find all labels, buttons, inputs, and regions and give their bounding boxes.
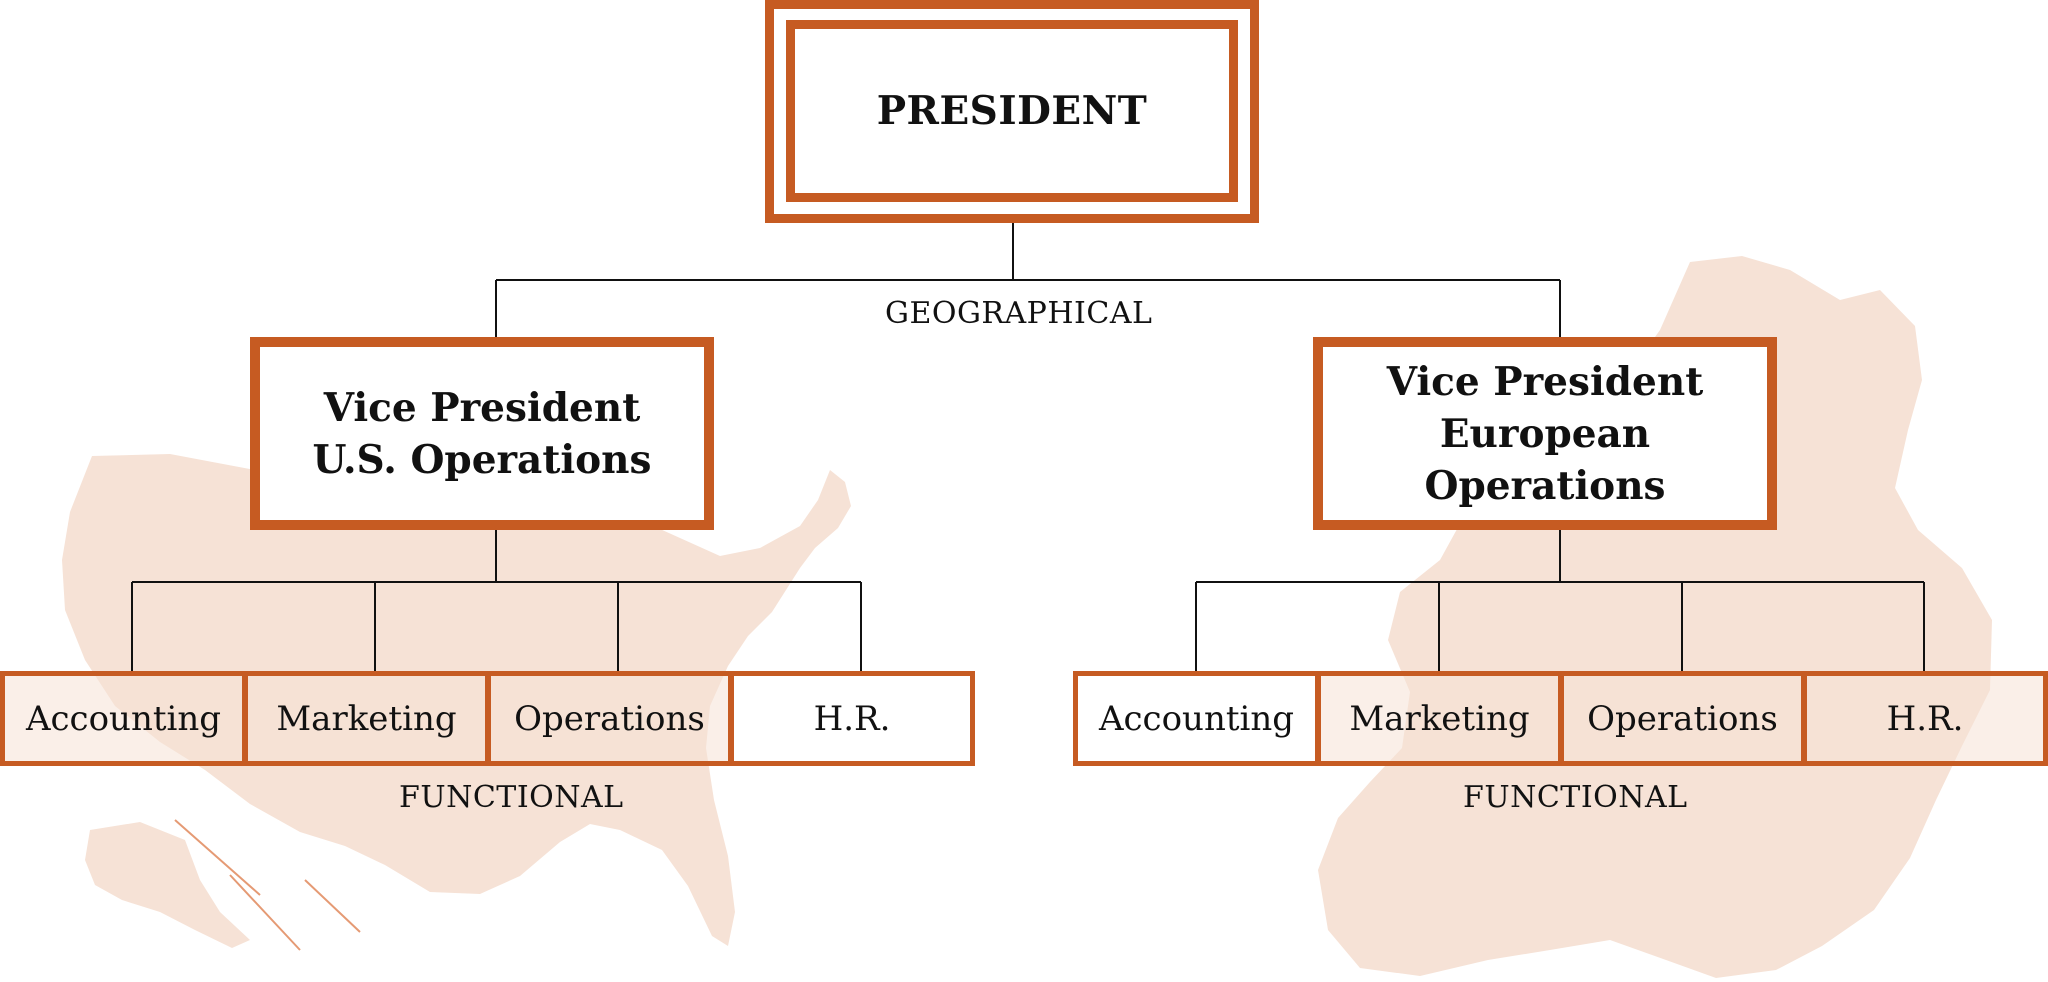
vp-us-box: Vice President U.S. Operations xyxy=(250,337,714,530)
us-dept-operations: Operations xyxy=(488,671,731,766)
vp-eu-subtitle: European Operations xyxy=(1424,410,1666,509)
us-dept-hr: H.R. xyxy=(731,671,975,766)
vp-eu-box: Vice President European Operations xyxy=(1313,337,1777,530)
us-dept-accounting: Accounting xyxy=(0,671,245,766)
decorative-lines xyxy=(174,819,361,951)
geographical-caption: GEOGRAPHICAL xyxy=(885,296,1153,331)
us-department-row: Accounting Marketing Operations H.R. xyxy=(0,671,975,766)
us-dept-marketing: Marketing xyxy=(245,671,488,766)
eu-functional-caption: FUNCTIONAL xyxy=(1463,780,1688,815)
eu-department-row: Accounting Marketing Operations H.R. xyxy=(1073,671,2048,766)
eu-dept-marketing: Marketing xyxy=(1318,671,1561,766)
vp-us-subtitle: U.S. Operations xyxy=(312,436,652,483)
president-label: PRESIDENT xyxy=(876,88,1148,134)
vp-eu-title: Vice President xyxy=(1386,358,1704,405)
eu-dept-hr: H.R. xyxy=(1804,671,2048,766)
eu-dept-accounting: Accounting xyxy=(1073,671,1318,766)
alaska-silhouette xyxy=(85,822,250,948)
us-functional-caption: FUNCTIONAL xyxy=(399,780,624,815)
eu-dept-operations: Operations xyxy=(1561,671,1804,766)
vp-us-title: Vice President xyxy=(323,384,641,431)
president-box: PRESIDENT xyxy=(786,20,1238,202)
europe-map-silhouette xyxy=(1318,256,1992,978)
